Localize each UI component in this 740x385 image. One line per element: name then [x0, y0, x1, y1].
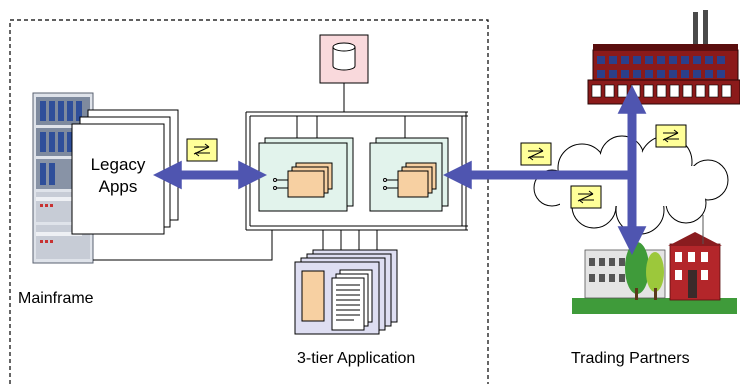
legacy-apps-label-line1: Legacy	[91, 155, 146, 174]
three-tier-label: 3-tier Application	[297, 350, 415, 367]
component-icon	[383, 178, 398, 190]
component-icon	[273, 178, 288, 190]
database-box	[319, 34, 369, 84]
document-stack	[294, 249, 398, 335]
legacy-apps-label-line2: Apps	[99, 177, 138, 196]
application-bus	[245, 111, 468, 231]
legacy-apps-box: Legacy Apps	[71, 109, 179, 235]
office-building-icon	[572, 215, 737, 314]
connection-arrows	[152, 84, 647, 256]
trading-partners-label: Trading Partners	[571, 350, 690, 367]
mainframe-label: Mainframe	[18, 290, 94, 307]
enterprise-boundary	[9, 19, 489, 384]
factory-icon	[587, 10, 740, 105]
component-box-2	[369, 116, 449, 212]
mainframe-connector	[93, 230, 273, 261]
message-exchange-icon	[186, 124, 687, 209]
component-box-1	[258, 116, 354, 212]
